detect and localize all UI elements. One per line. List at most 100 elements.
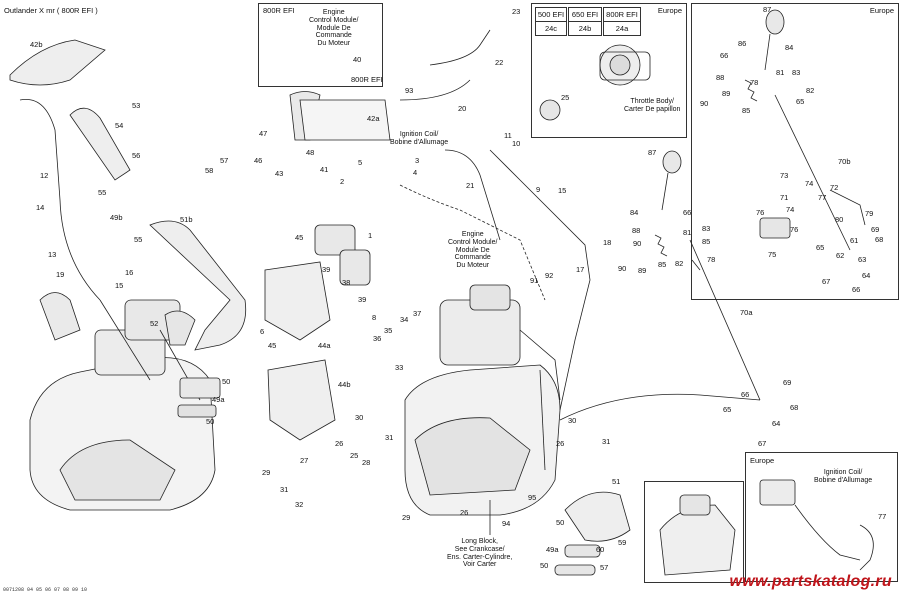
callout-label: 27 bbox=[300, 456, 308, 465]
callout-label: 39 bbox=[358, 295, 366, 304]
callout-label: 64 bbox=[862, 271, 870, 280]
callout-label: 61 bbox=[850, 236, 858, 245]
callout-label: 28 bbox=[362, 458, 370, 467]
callout-label: 55 bbox=[98, 188, 106, 197]
callout-label: 26 bbox=[460, 508, 468, 517]
callout-label: 69 bbox=[871, 225, 879, 234]
callout-label: 54 bbox=[115, 121, 123, 130]
callout-label: 1 bbox=[368, 231, 372, 240]
callout-label: 81 bbox=[776, 68, 784, 77]
variant-ref: 24b bbox=[578, 24, 592, 33]
callout-label: 56 bbox=[132, 151, 140, 160]
model-title: Outlander X mr ( 800R EFI ) bbox=[4, 6, 98, 15]
callout-label: 49a bbox=[546, 545, 559, 554]
callout-label: 65 bbox=[816, 243, 824, 252]
long-block-note: Long Block, See Crankcase/ Ens. Carter-C… bbox=[447, 538, 513, 569]
callout-label: 84 bbox=[785, 43, 793, 52]
figure-code: 0071208 04 05 06 07 08 09 10 bbox=[3, 587, 88, 593]
callout-label: 83 bbox=[792, 68, 800, 77]
callout-label: 78 bbox=[750, 78, 758, 87]
callout-label: 11 bbox=[504, 131, 512, 140]
ecm-inset-box: 800R EFI Engine Control Module/ Module D… bbox=[258, 3, 383, 87]
variant-cell-500: 500 EFI 24c bbox=[535, 7, 567, 36]
callout-label: 50 bbox=[206, 417, 214, 426]
callout-label: 8 bbox=[372, 313, 376, 322]
callout-label: 76 bbox=[756, 208, 764, 217]
callout-label: 80 bbox=[835, 215, 843, 224]
callout-label: 30 bbox=[568, 416, 576, 425]
callout-label: 90 bbox=[700, 99, 708, 108]
callout-label: 49b bbox=[110, 213, 123, 222]
callout-label: 88 bbox=[716, 73, 724, 82]
callout-label: 23 bbox=[512, 7, 520, 16]
callout-label: 93 bbox=[405, 86, 413, 95]
callout-label: 10 bbox=[512, 139, 520, 148]
callout-label: 85 bbox=[658, 260, 666, 269]
callout-label: 70b bbox=[838, 157, 851, 166]
callout-labels: 42b 53 54 56 12 55 49b 14 51b 57 58 13 1… bbox=[30, 5, 886, 572]
callout-label: 53 bbox=[132, 101, 140, 110]
throttle-body-illustration bbox=[539, 44, 651, 121]
ecm-main-note: Engine Control Module/ Module De Command… bbox=[448, 231, 498, 270]
callout-label: 42a bbox=[367, 114, 380, 123]
callout-label: 40 bbox=[353, 55, 361, 64]
callout-label: 31 bbox=[385, 433, 393, 442]
throttle-caption: Throttle Body/ Carter De papillon bbox=[624, 98, 681, 113]
callout-label: 51b bbox=[180, 215, 193, 224]
variant-cell-800r: 800R EFI 24a bbox=[603, 7, 641, 36]
callout-label: 16 bbox=[125, 268, 133, 277]
ecm-inset-caption: Engine Control Module/ Module De Command… bbox=[309, 9, 359, 48]
shift-linkage-main bbox=[654, 150, 761, 401]
callout-label: 85 bbox=[702, 237, 710, 246]
variant-model: 500 EFI bbox=[536, 8, 566, 22]
ecm-inset-variant-bottom: 800R EFI bbox=[351, 75, 383, 84]
callout-label: 15 bbox=[115, 281, 123, 290]
left-air-duct bbox=[9, 39, 247, 418]
callout-label: 88 bbox=[632, 226, 640, 235]
callout-label: 20 bbox=[458, 104, 466, 113]
callout-label: 92 bbox=[545, 271, 553, 280]
callout-label: 77 bbox=[878, 512, 886, 521]
variant-ref: 24a bbox=[615, 24, 629, 33]
callout-label: 70a bbox=[740, 308, 753, 317]
callout-label: 17 bbox=[576, 265, 584, 274]
callout-label: 89 bbox=[638, 266, 646, 275]
callout-label: 46 bbox=[254, 156, 262, 165]
callout-label: 9 bbox=[536, 185, 540, 194]
callout-label: 67 bbox=[758, 439, 766, 448]
callout-label: 87 bbox=[648, 148, 656, 157]
callout-label: 31 bbox=[280, 485, 288, 494]
ecm-inset-variant: 800R EFI bbox=[263, 6, 295, 15]
callout-label: 57 bbox=[600, 563, 608, 572]
lower-parts bbox=[489, 491, 631, 576]
callout-label: 15 bbox=[558, 186, 566, 195]
callout-label: 90 bbox=[633, 239, 641, 248]
variant-ref: 24c bbox=[544, 24, 558, 33]
callout-label: 43 bbox=[275, 169, 283, 178]
callout-label: 89 bbox=[722, 89, 730, 98]
callout-label: 82 bbox=[675, 259, 683, 268]
callout-label: 42b bbox=[30, 40, 43, 49]
callout-label: 45 bbox=[268, 341, 276, 350]
callout-label: 34 bbox=[400, 315, 408, 324]
callout-label: 31 bbox=[602, 437, 610, 446]
callout-label: 50 bbox=[222, 377, 230, 386]
callout-label: 35 bbox=[384, 326, 392, 335]
callout-label: 33 bbox=[395, 363, 403, 372]
callout-label: 37 bbox=[413, 309, 421, 318]
callout-label: 64 bbox=[772, 419, 780, 428]
callout-label: 44a bbox=[318, 341, 331, 350]
callout-label: 83 bbox=[702, 224, 710, 233]
left-engine-illustration bbox=[29, 292, 216, 511]
callout-label: 32 bbox=[295, 500, 303, 509]
callout-label: 25 bbox=[350, 451, 358, 460]
callout-label: 62 bbox=[836, 251, 844, 260]
shift-linkage-inset bbox=[744, 9, 866, 251]
throttle-region-label: Europe bbox=[657, 6, 682, 15]
callout-label: 73 bbox=[780, 171, 788, 180]
callout-label: 50 bbox=[540, 561, 548, 570]
callout-label: 82 bbox=[806, 86, 814, 95]
callout-label: 65 bbox=[796, 97, 804, 106]
variant-model: 800R EFI bbox=[604, 8, 640, 22]
